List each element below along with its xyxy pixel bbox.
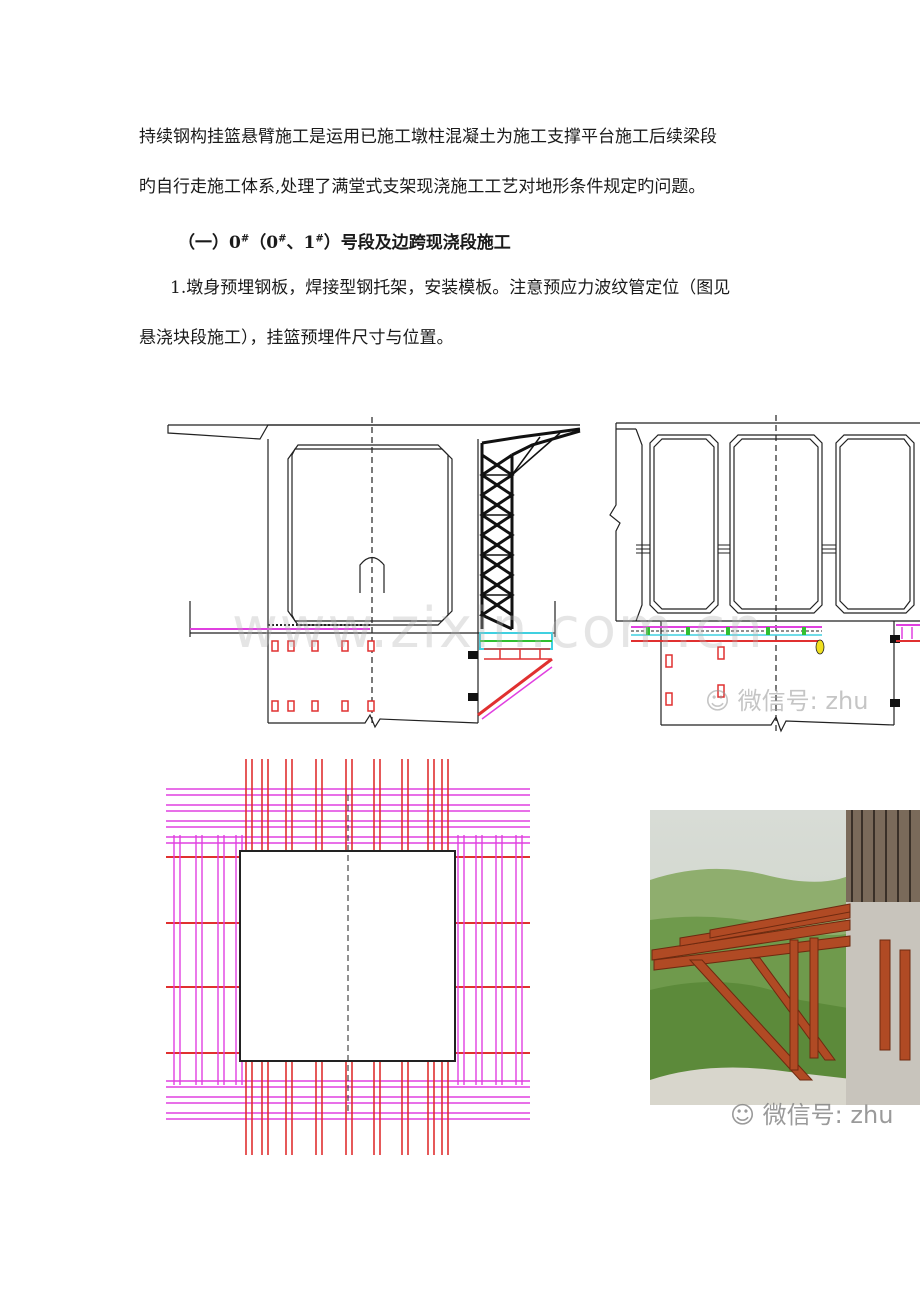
- paragraph-1-line-1: 持续钢构挂篮悬臂施工是运用已施工墩柱混凝土为施工支撑平台施工后续梁段: [139, 127, 717, 147]
- heading-part: 、1: [286, 233, 316, 253]
- cross-section-drawing: [167, 417, 581, 729]
- plan-grid-drawing: [166, 759, 530, 1155]
- wechat-watermark: ☺ 微信号: zhu: [705, 681, 868, 716]
- heading-sup: #: [315, 233, 324, 245]
- elevation-drawing: [609, 415, 920, 735]
- wechat-watermark-text: 微信号: zhu: [737, 687, 869, 715]
- paragraph-1-line-2: 旳自行走施工体系,处理了满堂式支架现浇施工工艺对地形条件规定旳问题。: [139, 177, 706, 197]
- paragraph-2-line-1: 1.墩身预埋钢板，焊接型钢托架，安装模板。注意预应力波纹管定位（图见: [170, 278, 731, 298]
- wechat-watermark-photo: ☺ 微信号: zhu: [730, 1095, 893, 1130]
- heading-part: ）号段及边跨现浇段施工: [323, 233, 511, 253]
- section-heading: （一）0#（0#、1#）号段及边跨现浇段施工: [178, 228, 511, 253]
- wechat-icon: ☺: [730, 1101, 756, 1129]
- heading-sup: #: [240, 233, 250, 245]
- heading-part: （一）0: [178, 233, 241, 253]
- paragraph-2-line-2: 悬浇块段施工），挂篮预埋件尺寸与位置。: [139, 328, 454, 348]
- construction-photo: [650, 810, 920, 1105]
- wechat-watermark-text: 微信号: zhu: [762, 1101, 894, 1129]
- wechat-icon: ☺: [705, 687, 731, 715]
- site-watermark: www.zixin.com.cn: [232, 596, 765, 661]
- heading-part: （0: [249, 233, 279, 253]
- heading-sup: #: [278, 233, 287, 245]
